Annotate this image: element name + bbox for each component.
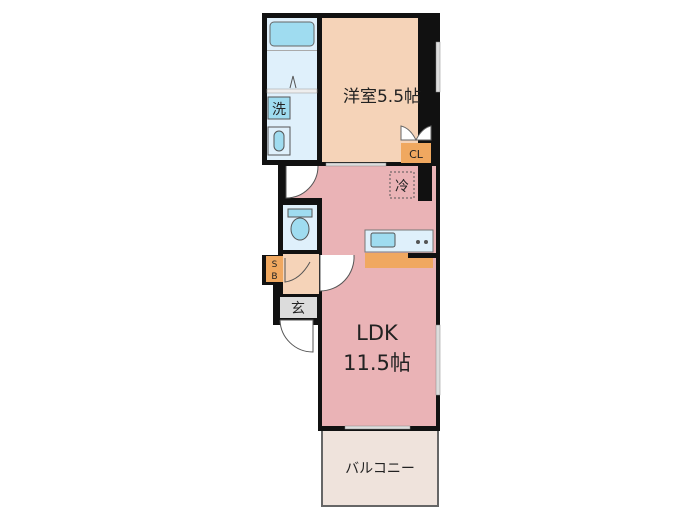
western-room-label: 洋室5.5帖 <box>343 87 421 107</box>
entrance <box>280 297 317 318</box>
ldk-size-label: 11.5帖 <box>343 351 411 375</box>
ldk-label: LDK <box>356 321 399 345</box>
fridge-space <box>389 171 415 199</box>
entrance-label: 玄 <box>291 300 305 317</box>
toilet-icon <box>290 217 310 241</box>
closet-label: CL <box>409 148 424 161</box>
balcony <box>321 429 439 507</box>
balcony-label: バルコニー <box>345 461 415 477</box>
front-door-swing <box>279 319 314 353</box>
fridge-label: 冷 <box>395 179 409 195</box>
closet <box>401 143 431 163</box>
shoe-box-label-b: B <box>271 272 277 282</box>
shoe-box-label-s: S <box>272 260 278 270</box>
washer-label: 洗 <box>272 102 286 118</box>
stove-icon <box>416 240 420 244</box>
ldk-room <box>322 166 436 426</box>
bathtub-icon <box>269 21 315 47</box>
washer-box <box>267 96 291 120</box>
shoe-box <box>266 256 283 282</box>
sink-icon <box>273 130 285 152</box>
kitchen-sink-icon <box>370 232 396 248</box>
